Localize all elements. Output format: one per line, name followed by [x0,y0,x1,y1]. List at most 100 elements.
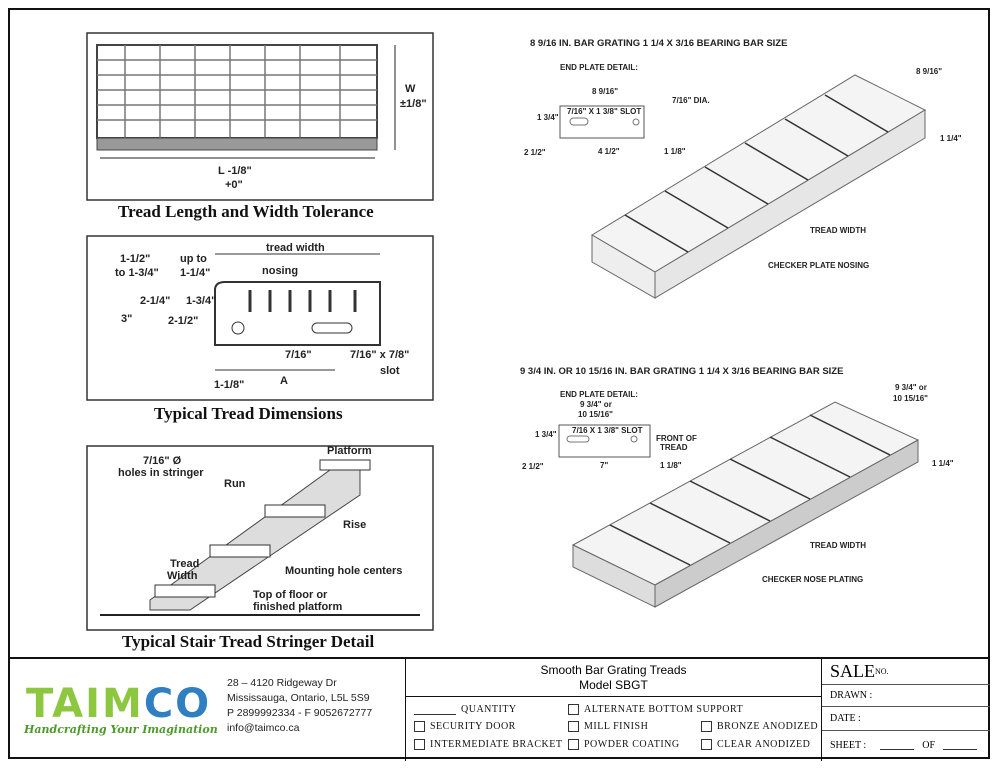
sheet-field[interactable]: SHEET : OF [822,731,990,759]
w-tolerance: ±1/8" [400,98,427,110]
stringer-caption: Typical Stair Tread Stringer Detail [122,632,374,651]
dim-label: 1 1/4" [940,134,962,143]
grating-8-9-16-drawing: 8 9/16 IN. BAR GRATING 1 1/4 X 3/16 BEAR… [524,38,962,299]
dim-label: 8 9/16" [916,67,942,76]
option-label: MILL FINISH [584,721,649,732]
dim-label: 1 1/4" [932,459,954,468]
dim-label: 8 9/16" [592,87,618,96]
dim-label: 1 3/4" [535,430,557,439]
title-line: Smooth Bar Grating Treads [540,663,687,677]
dim-label: 10 15/16" [578,410,613,419]
tread-dimensions-drawing: tread width nosing 1-1/2" to 1-3/4" up t… [86,235,434,423]
dim-label: 9 3/4" or [895,383,927,392]
front-label: TREAD [660,443,688,452]
address-line: 28 – 4120 Ridgeway Dr [227,677,337,689]
dim-label: 2-1/4" [140,295,170,307]
dim-label: A [280,375,288,387]
tread-width-label: tread width [266,242,325,254]
sheet-label: SHEET : [830,739,867,751]
clear-anodized-checkbox[interactable]: CLEAR ANODIZED [701,739,810,750]
l-label: L -1/8" [218,165,252,177]
grating-9-3-4-drawing: 9 3/4 IN. OR 10 15/16 IN. BAR GRATING 1 … [520,366,954,608]
dim-label: 1-1/8" [214,379,244,391]
sheet-border [8,8,990,759]
logo-text: CO [143,681,212,727]
option-label: ALTERNATE BOTTOM SUPPORT [584,704,744,715]
rise-label: Rise [343,519,366,531]
option-label: QUANTITY [461,704,517,715]
taimco-logo: TAIMCO [26,681,211,727]
option-label: POWDER COATING [584,739,680,750]
nosing-label: CHECKER NOSE PLATING [762,575,863,584]
logo-text: TAIM [26,681,144,727]
sale-no-label: NO. [875,667,889,676]
dim-label: 1 1/8" [664,147,686,156]
security-door-checkbox[interactable]: SECURITY DOOR [414,721,516,732]
quantity-field[interactable]: QUANTITY [414,704,517,715]
mill-finish-checkbox[interactable]: MILL FINISH [568,721,648,732]
dim-label: 7/16" X 1 3/8" SLOT [567,107,641,116]
dim-label: 2-1/2" [168,315,198,327]
phone-fax: P 2899992334 - F 9052672777 [227,707,373,719]
tread-label: Width [167,570,198,582]
dim-label: 7/16 X 1 3/8" SLOT [572,426,643,435]
date-label: DATE : [830,713,861,724]
holes-label: holes in stringer [118,467,204,479]
dim-label: up to [180,253,207,265]
intermediate-bracket-checkbox[interactable]: INTERMEDIATE BRACKET [414,739,563,750]
tread-label: Tread [170,558,199,570]
product-options: Smooth Bar Grating Treads Model SBGT QUA… [406,659,822,761]
dim-label: 7/16" [285,349,312,361]
end-plate-label: END PLATE DETAIL: [560,390,638,399]
dim-label: 2 1/2" [522,462,544,471]
model-line: Model SBGT [579,678,648,692]
dim-label: 1 3/4" [537,113,559,122]
tread-width-label: TREAD WIDTH [810,226,866,235]
dim-label: slot [380,365,400,377]
nosing-label: CHECKER PLATE NOSING [768,261,869,270]
dim-label: to 1-3/4" [115,267,159,279]
option-label: INTERMEDIATE BRACKET [430,739,563,750]
powder-coating-checkbox[interactable]: POWDER COATING [568,739,680,750]
bronze-anodized-checkbox[interactable]: BRONZE ANODIZED [701,721,818,732]
w-label: W [405,83,416,95]
sale-label: SALE [830,661,875,681]
dim-label: 1-1/2" [120,253,150,265]
section-title: 9 3/4 IN. OR 10 15/16 IN. BAR GRATING 1 … [520,366,843,377]
holes-label: 7/16" Ø [143,455,182,467]
date-field[interactable]: DATE : [822,707,990,731]
mounting-label: Mounting hole centers [285,565,402,577]
option-label: SECURITY DOOR [430,721,516,732]
of-label: OF [922,739,936,751]
dim-label: 1-3/4" [186,295,216,307]
platform-label: Platform [327,445,372,457]
dim-label: 1-1/4" [180,267,210,279]
option-label: CLEAR ANODIZED [717,739,811,750]
email: info@taimco.ca [227,722,300,734]
dim-label: 10 15/16" [893,394,928,403]
nosing-label: nosing [262,265,298,277]
front-label: FRONT OF [656,434,697,443]
tolerance-drawing: W ±1/8" L -1/8" +0" Tread Length and Wid… [86,32,434,221]
drawn-field[interactable]: DRAWN : [822,685,990,707]
dim-label: 1 1/8" [660,461,682,470]
tread-width-label: TREAD WIDTH [810,541,866,550]
address-line: Mississauga, Ontario, L5L 5S9 [227,692,370,704]
tolerance-caption: Tread Length and Width Tolerance [118,202,374,221]
dimensions-caption: Typical Tread Dimensions [154,404,343,423]
dim-label: 7" [600,461,608,470]
option-label: BRONZE ANODIZED [717,721,819,732]
alt-bottom-checkbox[interactable]: ALTERNATE BOTTOM SUPPORT [568,704,743,715]
stringer-drawing: 7/16" Ø holes in stringer Platform Run R… [86,445,434,651]
section-title: 8 9/16 IN. BAR GRATING 1 1/4 X 3/16 BEAR… [530,38,787,49]
dim-label: 7/16" x 7/8" [350,349,409,361]
product-title: Smooth Bar Grating Treads Model SBGT [406,659,821,697]
title-block: TAIMCO Handcrafting Your Imagination 28 … [8,657,990,761]
floor-label: Top of floor or [253,589,328,601]
run-label: Run [224,478,246,490]
company-info: TAIMCO Handcrafting Your Imagination 28 … [8,659,406,761]
company-address: 28 – 4120 Ridgeway Dr Mississauga, Ontar… [227,676,372,736]
